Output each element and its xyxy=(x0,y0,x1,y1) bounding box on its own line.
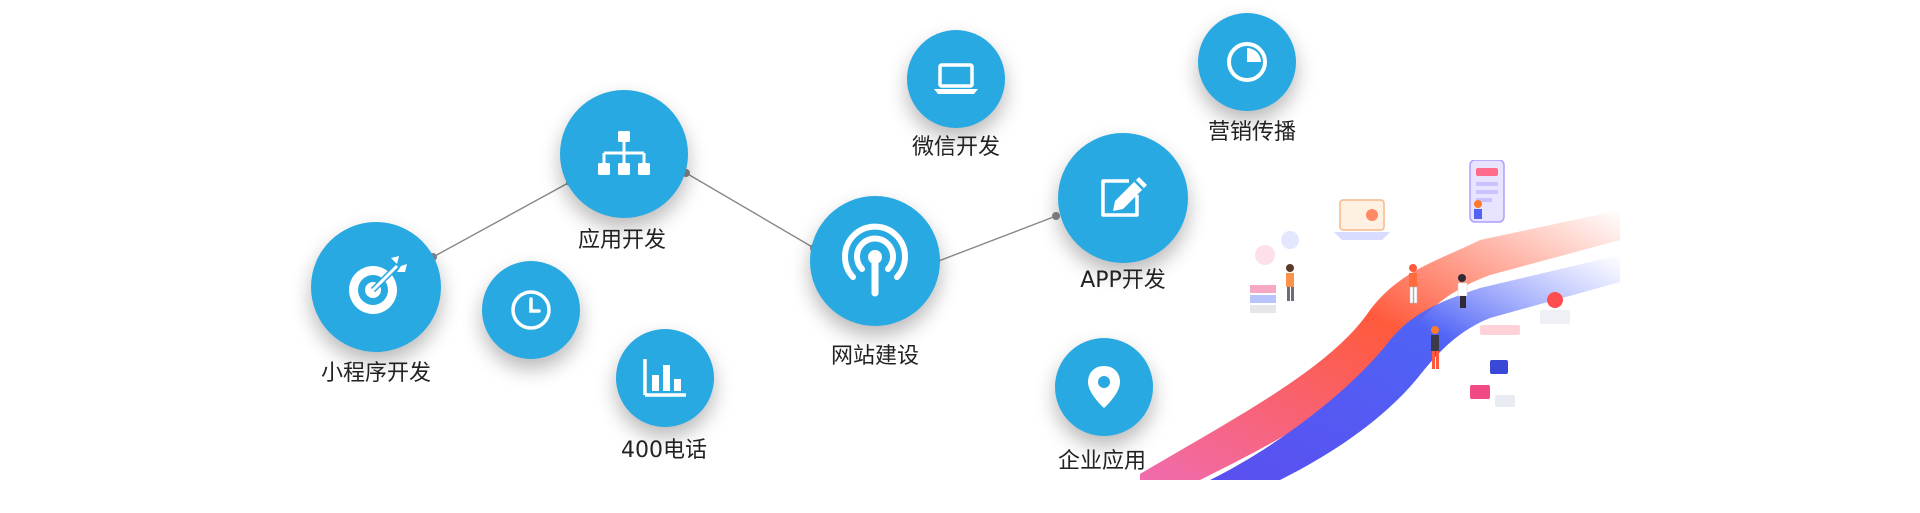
isometric-illustration xyxy=(1140,160,1620,480)
link-appdev-website xyxy=(685,172,815,249)
person-figure xyxy=(1431,326,1439,369)
person-figure xyxy=(1474,200,1482,219)
node-label: 营销传播 xyxy=(1207,120,1296,145)
laptop-icon xyxy=(934,63,978,94)
pie-chart-icon xyxy=(1227,42,1267,82)
node-app-dev[interactable] xyxy=(560,90,688,218)
node-mini-program[interactable] xyxy=(311,222,441,352)
edit-icon xyxy=(1101,177,1147,217)
node-clock[interactable] xyxy=(482,261,580,359)
person-figure xyxy=(1409,264,1418,304)
bar-chart-icon xyxy=(643,359,686,397)
link-website-app xyxy=(935,215,1057,263)
node-label: APP开发 xyxy=(1080,268,1166,293)
sitemap-icon xyxy=(598,131,650,175)
node-enterprise[interactable] xyxy=(1055,338,1153,436)
person-figure xyxy=(1286,264,1294,301)
broadcast-icon xyxy=(842,223,908,297)
node-marketing[interactable] xyxy=(1198,13,1296,111)
clock-icon xyxy=(511,290,551,330)
node-label: 400电话 xyxy=(621,438,707,463)
node-label: 企业应用 xyxy=(1057,449,1146,474)
node-website[interactable] xyxy=(810,196,940,326)
node-label: 应用开发 xyxy=(577,228,666,253)
node-400-phone[interactable] xyxy=(616,329,714,427)
node-app[interactable] xyxy=(1058,133,1188,263)
location-pin-icon xyxy=(1088,366,1120,408)
node-wechat[interactable] xyxy=(907,30,1005,128)
node-label: 网站建设 xyxy=(830,344,919,369)
person-figure xyxy=(1457,274,1468,308)
node-label: 微信开发 xyxy=(911,135,1000,160)
node-label: 小程序开发 xyxy=(320,361,431,386)
link-miniprogram-appdev xyxy=(432,181,571,258)
target-icon xyxy=(349,256,407,314)
link-dot xyxy=(1052,212,1060,220)
